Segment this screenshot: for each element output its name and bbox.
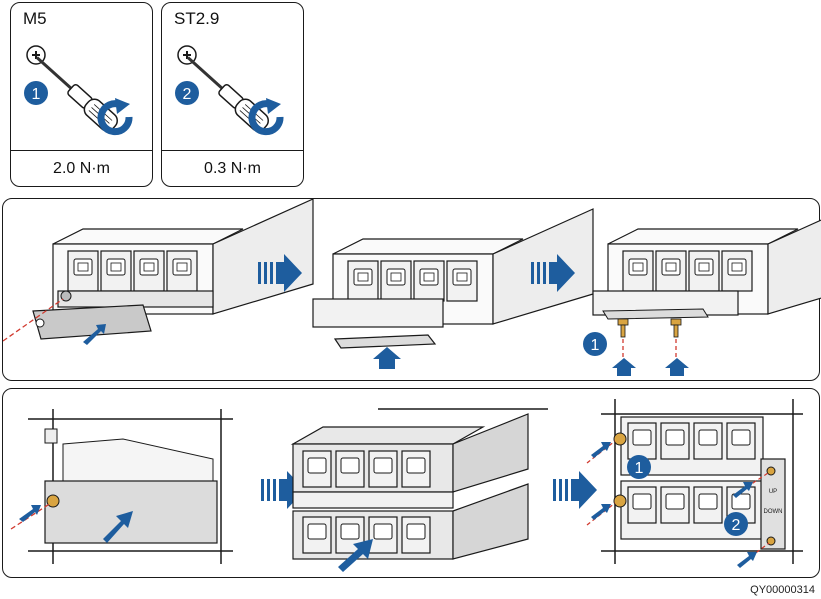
push-arrow-icon	[733, 482, 753, 498]
row-2-illustration: UP DOWN 1 2	[10, 399, 803, 572]
push-arrow-icon	[83, 324, 106, 345]
push-arrow-icon	[665, 358, 689, 376]
step-number: 1	[635, 460, 644, 477]
screw-icon	[670, 318, 682, 338]
screw-icon	[613, 432, 627, 446]
screw-icon	[617, 318, 629, 338]
procedure-row-1: 1	[2, 198, 820, 381]
scene-remove-cabinet-cover	[10, 409, 233, 564]
step-number: 1	[591, 337, 600, 354]
phillips-head-icon	[177, 45, 197, 65]
step-badge: 1	[627, 455, 651, 479]
up-label: UP	[769, 489, 777, 495]
scene-install-bracket	[312, 209, 593, 369]
step-number: 2	[732, 517, 741, 534]
row-1-illustration: 1	[3, 199, 821, 376]
procedure-row-2: UP DOWN 1 2	[2, 388, 820, 578]
screw-icon	[46, 494, 60, 508]
cover-plate	[32, 304, 152, 340]
step-badge: 2	[724, 512, 748, 536]
push-arrow-icon	[373, 347, 401, 369]
tool-card-m5: 1 M5 2.0 N·m	[10, 2, 153, 187]
clockwise-tighten-icon	[248, 98, 284, 136]
tool-illustration: 1	[24, 45, 133, 136]
down-label: DOWN	[764, 509, 783, 515]
step-badge: 1	[583, 332, 607, 356]
screw-spec: M5	[23, 9, 47, 28]
scene-insert-modules	[290, 408, 548, 572]
phillips-head-icon	[26, 45, 46, 65]
scene-remove-plate	[3, 199, 313, 345]
tool-card-st29: 2 ST2.9 0.3 N·m	[161, 2, 304, 187]
figure-code: QY00000314	[750, 584, 815, 596]
tool-illustration: 2	[175, 45, 284, 136]
push-arrow-icon	[591, 442, 611, 458]
step-number: 2	[183, 86, 192, 103]
clockwise-tighten-icon	[97, 98, 133, 136]
torque-value: 0.3 N·m	[162, 150, 303, 186]
push-arrow-icon	[612, 358, 636, 376]
push-arrow-icon	[103, 511, 133, 543]
screw-icon	[766, 466, 776, 476]
scene-fasten-modules: UP DOWN 1 2	[586, 399, 803, 568]
scene-fasten-bracket: 1	[583, 199, 821, 376]
step-badge: 1	[24, 81, 48, 105]
step-number: 1	[32, 86, 41, 103]
screw-spec: ST2.9	[174, 9, 220, 28]
torque-value: 2.0 N·m	[11, 150, 152, 186]
push-arrow-icon	[338, 539, 373, 572]
screw-icon	[60, 290, 72, 302]
screw-icon	[613, 494, 627, 508]
push-arrow-icon	[591, 504, 611, 520]
push-arrow-icon	[737, 552, 757, 568]
step-badge: 2	[175, 81, 199, 105]
next-step-arrow-icon	[553, 471, 597, 509]
